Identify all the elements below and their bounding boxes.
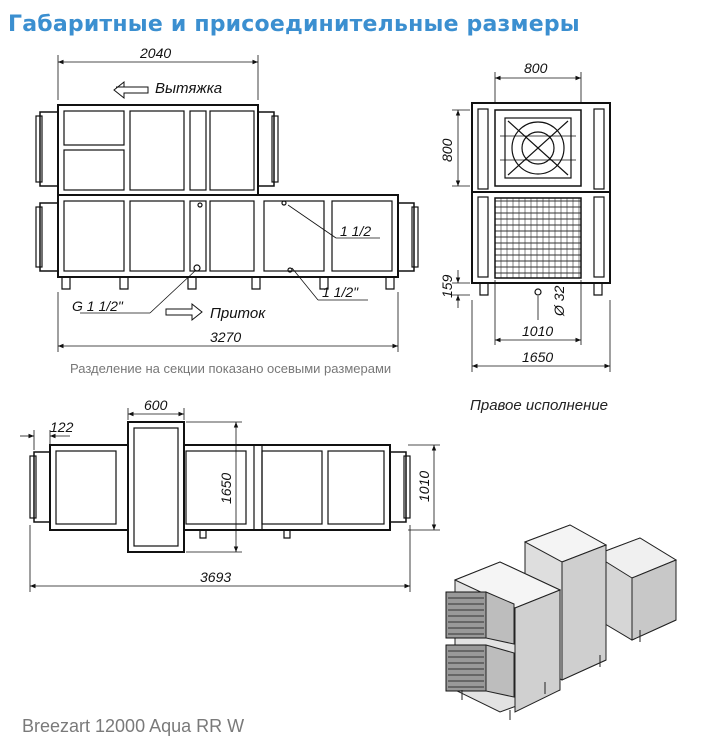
dim-base-width: 1010 <box>522 323 553 339</box>
page-title: Габаритные и присоединительные размеры <box>8 12 580 37</box>
dim-depth: 1010 <box>416 471 432 502</box>
top-view <box>29 421 411 553</box>
side-view <box>471 102 611 296</box>
dim-total-side-width: 1650 <box>522 349 553 365</box>
exhaust-label: Вытяжка <box>155 80 222 97</box>
section-note: Разделение на секции показано осевыми ра… <box>70 361 392 376</box>
dim-leg-height: 159 <box>439 274 455 298</box>
dim-pipe-2: 1 1/2" <box>322 284 359 300</box>
dim-top-width: 2040 <box>139 45 171 61</box>
dim-drain-diameter: Ø 32 <box>551 285 567 317</box>
dim-fan-width: 800 <box>524 60 548 76</box>
isometric-view <box>445 524 678 720</box>
supply-label: Приток <box>210 305 266 322</box>
front-dimensions <box>57 55 399 352</box>
top-dimensions <box>20 408 440 592</box>
dim-drain: G 1 1/2" <box>72 298 124 314</box>
dim-pipe-1: 1 1/2 <box>340 223 371 239</box>
product-name: Breezart 12000 Aqua RR W <box>22 716 245 736</box>
front-view <box>35 104 419 290</box>
dim-section-height: 1650 <box>218 473 234 504</box>
variant-label: Правое исполнение <box>470 397 609 414</box>
dim-total-width: 3270 <box>210 329 241 345</box>
side-dimensions <box>452 72 611 372</box>
dim-section-width: 600 <box>144 397 168 413</box>
dim-total-length: 3693 <box>200 569 231 585</box>
dim-fan-height: 800 <box>439 138 455 162</box>
dim-flange: 122 <box>50 419 74 435</box>
